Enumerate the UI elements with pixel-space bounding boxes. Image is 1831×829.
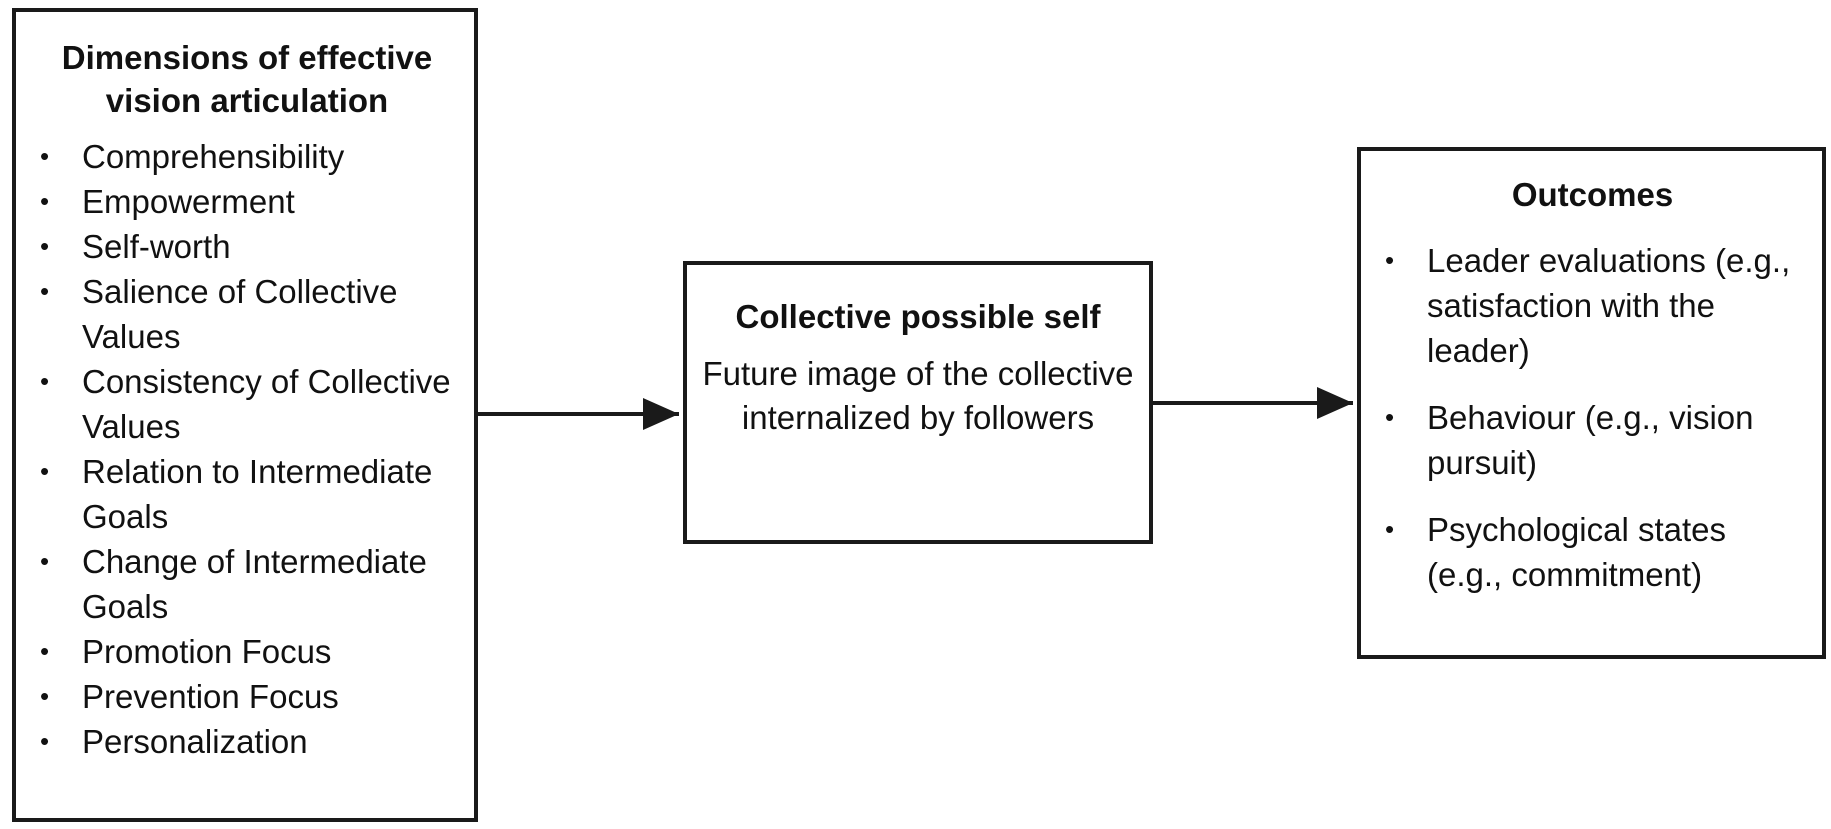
bullet-icon: • [40,456,50,486]
list-item: • Self-worth [30,224,464,269]
outcomes-list: • Leader evaluations (e.g., satisfaction … [1375,238,1810,597]
list-item-label: Behaviour (e.g., vision pursuit) [1427,399,1754,481]
list-item: • Promotion Focus [30,629,464,674]
bullet-icon: • [1385,514,1395,544]
list-item: • Relation to Intermediate Goals [30,449,464,539]
list-item-label: Promotion Focus [82,633,332,670]
list-item: • Psychological states (e.g., commitment) [1375,507,1810,597]
bullet-icon: • [40,141,50,171]
list-item: • Salience of Collective Values [30,269,464,359]
list-item-label: Psychological states (e.g., commitment) [1427,511,1726,593]
list-item: • Empowerment [30,179,464,224]
bullet-icon: • [1385,245,1395,275]
list-item-label: Personalization [82,723,308,760]
list-item-label: Consistency of Collective Values [82,363,451,445]
vision-dimensions-list: • Comprehensibility • Empowerment • Self-wo… [30,134,464,764]
collective-possible-self-title: Collective possible self [735,298,1101,335]
list-item-label: Change of Intermediate Goals [82,543,427,625]
bullet-icon: • [40,366,50,396]
bullet-icon: • [40,681,50,711]
bullet-icon: • [40,231,50,261]
bullet-icon: • [40,636,50,666]
collective-possible-self-box: Collective possible self Future image of… [683,261,1153,544]
list-item-label: Salience of Collective Values [82,273,398,355]
bullet-icon: • [1385,402,1395,432]
list-item-label: Empowerment [82,183,295,220]
list-item-label: Self-worth [82,228,231,265]
collective-possible-self-description: Future image of the collective internali… [702,355,1134,436]
bullet-icon: • [40,186,50,216]
outcomes-title: Outcomes [1511,176,1674,213]
list-item-label: Leader evaluations (e.g., satisfaction w… [1427,242,1791,369]
outcomes-box: Outcomes • Leader evaluations (e.g., sati… [1357,147,1826,659]
list-item: • Personalization [30,719,464,764]
list-item: • Consistency of Collective Values [30,359,464,449]
list-item: • Behaviour (e.g., vision pursuit) [1375,395,1810,485]
list-item: • Change of Intermediate Goals [30,539,464,629]
list-item: • Comprehensibility [30,134,464,179]
list-item-label: Relation to Intermediate Goals [82,453,433,535]
bullet-icon: • [40,546,50,576]
bullet-icon: • [40,726,50,756]
vision-dimensions-title: Dimensions of effective vision articulat… [61,39,433,119]
list-item-label: Prevention Focus [82,678,339,715]
bullet-icon: • [40,276,50,306]
list-item: • Leader evaluations (e.g., satisfaction … [1375,238,1810,373]
vision-dimensions-box: Dimensions of effective vision articulat… [12,8,478,822]
list-item-label: Comprehensibility [82,138,345,175]
list-item: • Prevention Focus [30,674,464,719]
